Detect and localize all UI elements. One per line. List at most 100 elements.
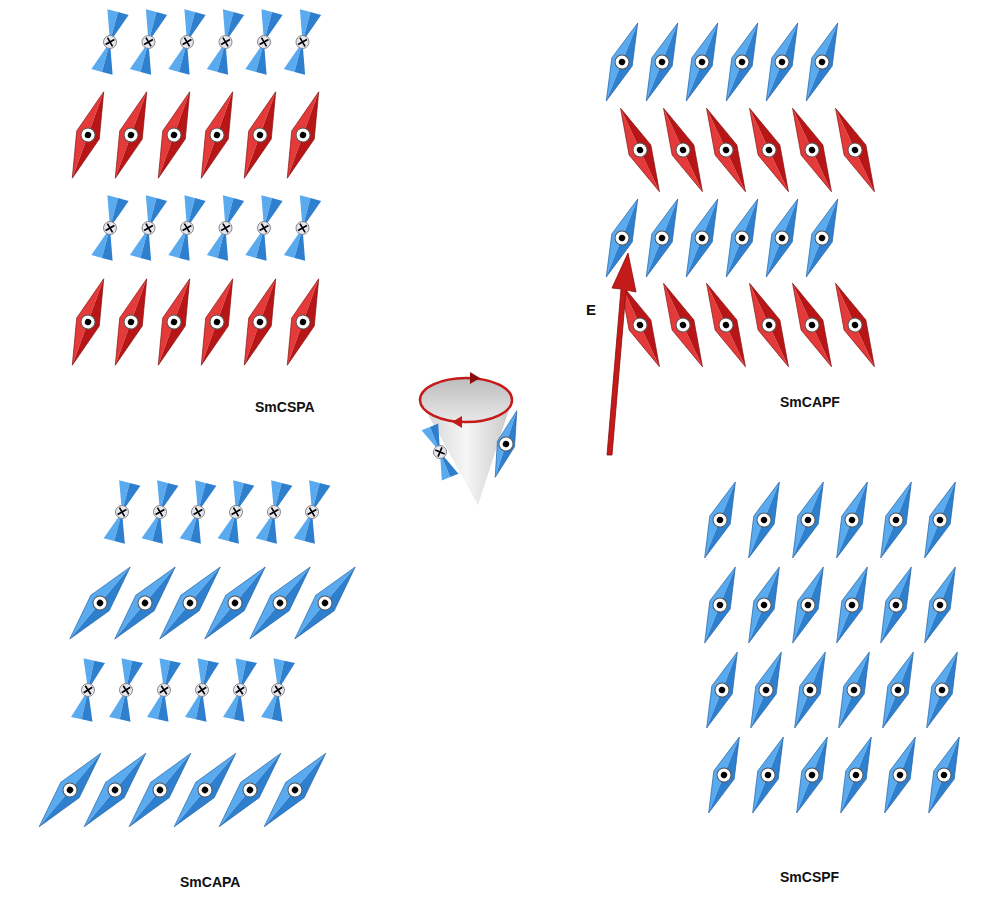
molecule-diamond — [916, 648, 967, 732]
molecule-bowtie — [130, 195, 167, 261]
molecule-diamond — [104, 275, 158, 370]
molecule-diamond — [870, 563, 921, 647]
molecule-bowtie — [207, 195, 244, 261]
molecule-bowtie — [245, 9, 282, 75]
molecule-diamond — [30, 746, 110, 835]
molecule-bowtie — [207, 9, 244, 75]
molecule-diamond — [782, 103, 843, 197]
molecule-diamond — [653, 278, 714, 372]
molecule-diamond — [75, 746, 155, 835]
molecule-diamond — [870, 478, 921, 562]
molecule-diamond — [190, 275, 244, 370]
molecule-diamond — [255, 746, 335, 835]
molecule-bowtie — [256, 480, 293, 544]
molecule-diamond — [106, 559, 185, 646]
molecule-diamond — [636, 19, 688, 105]
molecule-diamond — [872, 648, 923, 732]
molecule-diamond — [786, 733, 837, 817]
molecule-diamond — [165, 746, 245, 835]
molecule-diamond — [830, 733, 881, 817]
molecule-diamond — [233, 88, 287, 183]
molecule-diamond — [241, 559, 320, 646]
molecule-diamond — [796, 19, 848, 105]
molecule-bowtie — [284, 9, 321, 75]
molecule-diamond — [826, 478, 877, 562]
molecule-diamond — [716, 195, 768, 281]
phase-label: SmCAPA — [180, 875, 240, 890]
molecule-diamond — [196, 559, 275, 646]
molecule-bowtie — [130, 9, 167, 75]
molecule-diamond — [276, 88, 330, 183]
molecule-diamond — [874, 733, 925, 817]
molecule-bowtie — [91, 195, 128, 261]
molecule-diamond — [694, 563, 745, 647]
molecule-diamond — [120, 746, 200, 835]
molecule-bowtie — [142, 480, 179, 544]
field-label: E — [586, 302, 596, 319]
phase-label: SmCSPA — [255, 400, 315, 415]
molecule-diamond — [756, 195, 808, 281]
molecule-diamond — [782, 278, 843, 372]
molecule-diamond — [696, 278, 757, 372]
molecule-diamond — [676, 195, 728, 281]
molecule-bowtie — [168, 9, 205, 75]
molecule-diamond — [210, 746, 290, 835]
molecule-bowtie — [223, 658, 257, 721]
molecule-diamond — [61, 275, 115, 370]
molecule-diamond — [828, 648, 879, 732]
molecule-diamond — [61, 88, 115, 183]
molecule-diamond — [104, 88, 158, 183]
molecule-diamond — [596, 19, 648, 105]
molecule-diamond — [716, 19, 768, 105]
molecule-diamond — [698, 733, 749, 817]
molecule-bowtie — [284, 195, 321, 261]
molecule-diamond — [696, 103, 757, 197]
molecule-bowtie — [168, 195, 205, 261]
molecule-diamond — [190, 88, 244, 183]
molecules — [30, 9, 970, 834]
molecule-diamond — [696, 648, 747, 732]
molecule-diamond — [784, 648, 835, 732]
molecule-diamond — [610, 103, 671, 197]
molecule-bowtie — [218, 480, 255, 544]
molecule-diamond — [147, 88, 201, 183]
molecule-bowtie — [71, 658, 105, 721]
tilt-cone — [420, 372, 525, 505]
molecule-diamond — [61, 559, 140, 646]
molecule-diamond — [756, 19, 808, 105]
molecule-diamond — [914, 478, 965, 562]
molecule-diamond — [233, 275, 287, 370]
molecule-bowtie — [109, 658, 143, 721]
molecule-diamond — [636, 195, 688, 281]
molecule-bowtie — [185, 658, 219, 721]
molecule-diamond — [796, 195, 848, 281]
molecule-diamond — [676, 19, 728, 105]
molecule-diamond — [740, 648, 791, 732]
molecule-bowtie — [180, 480, 217, 544]
molecule-diamond — [151, 559, 230, 646]
molecule-diamond — [742, 733, 793, 817]
molecule-diamond — [738, 563, 789, 647]
molecule-bowtie — [422, 424, 459, 481]
molecule-diamond — [694, 478, 745, 562]
molecule-diamond — [653, 103, 714, 197]
molecule-diamond — [286, 559, 365, 646]
molecule-bowtie — [245, 195, 282, 261]
molecule-bowtie — [261, 658, 295, 721]
molecule-bowtie — [147, 658, 181, 721]
molecule-diamond — [739, 278, 800, 372]
molecule-bowtie — [294, 480, 331, 544]
molecule-diamond — [825, 278, 886, 372]
molecule-diamond — [738, 478, 789, 562]
molecule-diamond — [914, 563, 965, 647]
phase-label: SmCSPF — [780, 870, 839, 885]
molecule-diamond — [739, 103, 800, 197]
molecule-diamond — [825, 103, 886, 197]
molecule-diamond — [918, 733, 969, 817]
molecule-diamond — [147, 275, 201, 370]
molecule-diamond — [276, 275, 330, 370]
field-arrow — [607, 253, 636, 455]
molecule-diamond — [487, 408, 526, 480]
